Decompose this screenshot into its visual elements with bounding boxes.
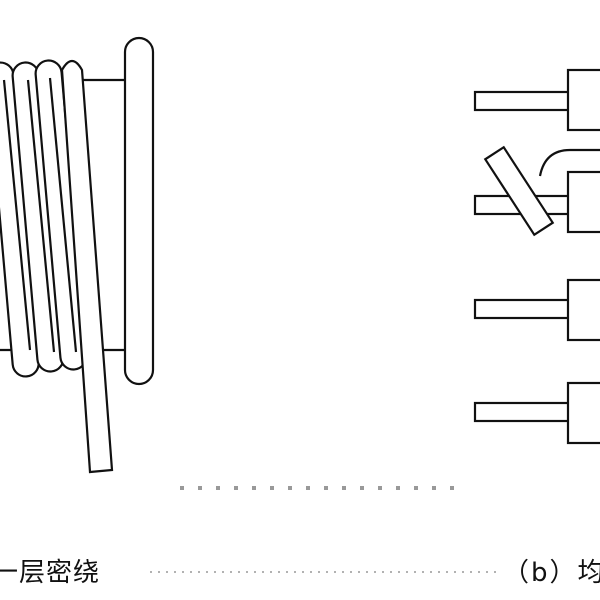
pin-body xyxy=(566,68,600,132)
coil-front-strand xyxy=(2,79,32,351)
pin-connector xyxy=(473,68,600,132)
pin-body xyxy=(566,170,600,234)
pin-shaft xyxy=(473,401,572,423)
pin-body xyxy=(566,381,600,445)
caption-right: （b）均 xyxy=(503,558,600,588)
wire-loop xyxy=(538,148,600,177)
coil-front-strand xyxy=(48,77,78,353)
wire-end xyxy=(483,145,555,237)
bobbin-flange xyxy=(123,36,155,386)
pin-shaft xyxy=(473,298,572,320)
dense-winding-coil xyxy=(0,36,155,474)
caption-left: 一层密绕 xyxy=(0,558,101,588)
pin-body xyxy=(566,278,600,342)
coil-lead-wire xyxy=(60,59,114,474)
coil-front-strand xyxy=(26,79,56,353)
pin-connectors xyxy=(473,68,600,445)
pin-connector xyxy=(473,381,600,445)
pin-connector xyxy=(473,278,600,342)
pin-connector-wound xyxy=(473,145,600,237)
pin-shaft xyxy=(473,90,572,112)
